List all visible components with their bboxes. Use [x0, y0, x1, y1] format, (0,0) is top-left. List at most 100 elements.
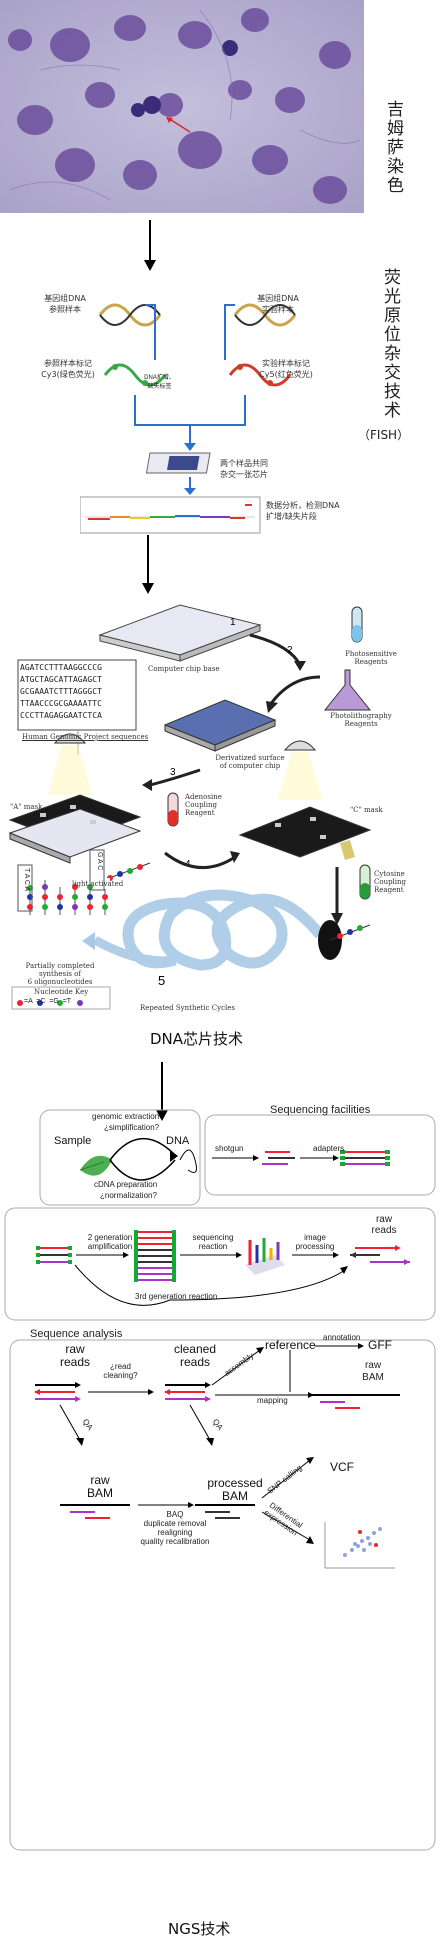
chip-key-items: =A =C =G =T	[24, 998, 72, 1005]
synthesis-spiral-icon	[92, 889, 325, 971]
lamp-left-icon	[48, 733, 92, 795]
ngs-diagram	[0, 1100, 440, 1920]
chip-c-mask: "C" mask	[350, 806, 383, 814]
lamp-right-icon	[278, 740, 322, 800]
chip-cytosine: Cytosine Coupling Reagent	[374, 870, 407, 894]
ngs-gen3: 3rd generation reaction	[135, 1292, 218, 1301]
ngs-mapping: mapping	[257, 1396, 288, 1405]
ngs-gff: GFF	[368, 1338, 392, 1352]
fish-label-sub: （FISH）	[358, 428, 410, 442]
raw-reads-top-icon	[350, 1245, 410, 1265]
down-arrow-2	[142, 535, 154, 594]
microarray-chip-icon	[145, 452, 211, 474]
ngs-sequence-analysis: Sequence analysis	[30, 1328, 123, 1340]
ngs-seq-reaction: sequencing reaction	[192, 1233, 234, 1251]
ngs-sample: Sample	[54, 1135, 92, 1147]
ngs-gen2: 2 generation amplification	[87, 1233, 133, 1251]
chip-nucleotide-key: Nucleotide Key	[34, 988, 89, 996]
chip-hgp-sequences: AGATCCTTTAAGGCCCG ATGCTAGCATTAGAGCT GCGA…	[20, 662, 136, 722]
chip-col-left: T A C A	[23, 868, 30, 892]
chip-photolithography: Photolithography Reagents	[330, 712, 392, 728]
ngs-adapters: adapters	[313, 1144, 345, 1153]
chip-computer-base: Computer chip base	[148, 665, 220, 673]
fish-ref-label: 参照样本标记 Cy3(绿色荧光)	[41, 359, 95, 379]
giemsa-micrograph	[0, 0, 364, 213]
chip-a-mask: "A" mask	[10, 803, 43, 811]
down-arrow-3	[156, 1062, 168, 1121]
ngs-title: NGS技术	[168, 1920, 231, 1938]
raw-reads-icon	[34, 1382, 81, 1402]
adapter-reads-icon	[340, 1150, 390, 1166]
ngs-simplification: ¿simplification?	[104, 1123, 160, 1132]
ngs-annotation: annotation	[323, 1333, 361, 1342]
dna-chip-diagram: 1 2 3	[0, 595, 440, 1015]
photosensitive-tube-icon	[351, 606, 363, 643]
cgh-profile-plot	[79, 496, 261, 534]
svg-text:1: 1	[230, 617, 236, 628]
chip-col-right: G A C	[96, 852, 103, 871]
c-mask-chip-icon	[238, 806, 372, 860]
oligo-strand-c-icon	[329, 924, 371, 941]
seq-line: TTAACCCGCGAAAATTC	[20, 699, 102, 708]
svg-text:2: 2	[287, 645, 293, 656]
dna-helix-test-icon	[233, 303, 297, 327]
chip-photosensitive: Photosensitive Reagents	[345, 650, 397, 666]
raw-bam-top-icon	[310, 1394, 400, 1409]
red-arrow-pointer	[167, 117, 191, 133]
chip-adenosine: Adenosine Coupling Reagent	[185, 793, 222, 817]
oligo-strand-a-icon	[103, 862, 151, 881]
fish-diagram	[79, 285, 360, 535]
seq-line: CCCTTAGAGGAATCTCA	[20, 711, 102, 720]
svg-text:3: 3	[170, 767, 176, 778]
chip-hgp-label: Human Genomic Project sequences	[22, 733, 149, 741]
ngs-image-processing: image processing	[295, 1233, 335, 1251]
ngs-baq: BAQ duplicate removal realigning quality…	[140, 1510, 210, 1546]
leaf-icon	[79, 1155, 112, 1176]
ngs-raw-bam: raw BAM	[86, 1473, 113, 1500]
fish-label: 荧光原位杂交技术	[380, 268, 400, 420]
fish-middle-label: DNA扩增、 缺失标签	[144, 375, 175, 390]
down-arrow-1	[144, 220, 156, 271]
ngs-vcf: VCF	[330, 1460, 354, 1474]
cleaned-reads-icon	[164, 1382, 211, 1402]
ngs-genomic-extraction: genomic extraction	[92, 1112, 160, 1121]
scatter-plot-icon	[320, 1518, 400, 1573]
ngs-shotgun: shotgun	[215, 1144, 244, 1153]
raw-bam-icon	[60, 1504, 130, 1519]
ngs-processed-bam: processed BAM	[207, 1476, 263, 1503]
giemsa-label: 吉姆萨染色	[383, 100, 403, 195]
svg-text:5: 5	[158, 973, 165, 988]
fish-genomic-test: 基因组DNA 实验样本	[257, 294, 299, 314]
chip-repeated: Repeated Synthetic Cycles	[140, 1004, 235, 1012]
shotgun-reads-icon	[262, 1151, 295, 1165]
dna-helix-ref-icon	[98, 303, 162, 327]
cytosine-tube-icon	[359, 864, 371, 900]
chip-base-icon	[98, 604, 262, 662]
ngs-dna: DNA	[166, 1135, 190, 1147]
fish-genomic-ref: 基因组DNA 参照样本	[44, 294, 86, 314]
ngs-cleaned-reads: cleaned reads	[173, 1342, 217, 1369]
processed-bam-icon	[195, 1504, 255, 1519]
chip-title: DNA芯片技术	[150, 1030, 244, 1048]
ngs-normalization: ¿normalization?	[100, 1191, 157, 1200]
ngs-cdna-prep: cDNA preparation	[94, 1180, 158, 1189]
ngs-raw-bam-top: raw BAM	[362, 1360, 384, 1383]
fish-hybridize: 两个样品共同 杂交一张芯片	[220, 459, 268, 479]
seq-line: AGATCCTTTAAGGCCCG	[20, 663, 102, 672]
chip-partially: Partially completed synthesis of 6 oligo…	[25, 962, 95, 986]
amplified-reads-icon	[134, 1230, 176, 1282]
flask-icon	[323, 669, 372, 711]
oligo-tree-icon	[15, 849, 110, 918]
chip-light-activated: light activated	[72, 880, 124, 888]
derivatized-chip-icon	[163, 699, 277, 752]
ngs-raw-reads-top: raw reads	[371, 1214, 397, 1236]
seq-line: ATGCTAGCATTAGAGCT	[20, 675, 102, 684]
ngs-read-cleaning: ¿read cleaning?	[103, 1362, 138, 1380]
ngs-reference: reference	[265, 1338, 316, 1352]
fish-analysis: 数据分析，检测DNA 扩增/缺失片段	[266, 501, 340, 521]
fish-test-label: 实验样本标记 Cy5(红色荧光)	[259, 359, 313, 379]
ngs-raw-reads: raw reads	[59, 1342, 91, 1369]
chip-derivatized: Derivatized surface of computer chip	[215, 754, 285, 770]
adenosine-tube-icon	[167, 792, 179, 827]
a-mask-chip-icon	[8, 794, 142, 864]
